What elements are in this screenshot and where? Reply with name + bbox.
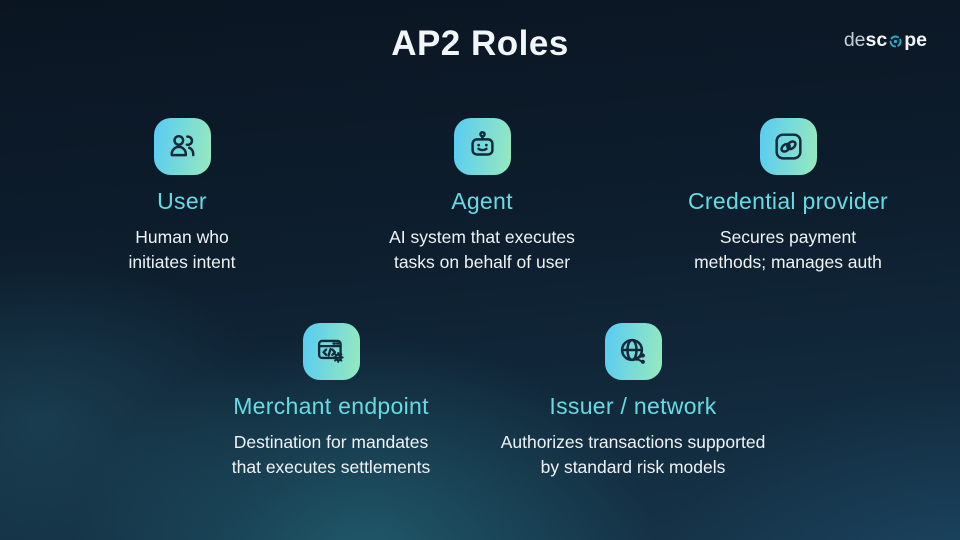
role-description: Destination for mandates that executes s… <box>169 430 493 480</box>
role-description-line1: Secures payment <box>719 227 857 247</box>
logo-text-light: de <box>843 29 866 51</box>
users-icon <box>153 118 211 175</box>
role-card-merchant-endpoint: Merchant endpoint Destination for mandat… <box>169 323 493 480</box>
role-card-agent: Agent AI system that executes tasks on b… <box>320 118 644 275</box>
credential-rings-icon <box>759 118 817 175</box>
logo-text-bold-1: sc <box>865 29 888 51</box>
role-description-line2: tasks on behalf of user <box>393 252 571 272</box>
role-description: Human who initiates intent <box>20 225 344 275</box>
role-description: AI system that executes tasks on behalf … <box>320 225 644 275</box>
role-card-user: User Human who initiates intent <box>20 118 344 275</box>
role-title: Issuer / network <box>549 393 717 419</box>
role-description-line1: Destination for mandates <box>233 432 429 452</box>
role-description-line2: that executes settlements <box>231 457 431 477</box>
globe-network-icon <box>604 323 662 380</box>
role-title: Merchant endpoint <box>233 393 429 419</box>
role-description-line1: Authorizes transactions supported <box>500 432 766 452</box>
role-card-credential-provider: Credential provider Secures payment meth… <box>626 118 950 275</box>
bot-icon <box>453 118 511 175</box>
code-window-gear-icon <box>302 323 360 380</box>
role-description-line2: by standard risk models <box>540 457 726 477</box>
role-title: Credential provider <box>687 188 889 214</box>
role-card-issuer-network: Issuer / network Authorizes transactions… <box>458 323 808 480</box>
role-title: Agent <box>451 188 513 214</box>
role-description-line2: initiates intent <box>128 252 236 272</box>
logo-text-bold-2: pe <box>904 29 927 51</box>
role-description: Authorizes transactions supported by sta… <box>458 430 808 480</box>
role-description-line2: methods; manages auth <box>694 252 882 272</box>
role-description-line1: Human who <box>135 227 229 247</box>
role-description: Secures payment methods; manages auth <box>626 225 950 275</box>
logo-target-icon <box>889 35 902 48</box>
page-title: AP2 Roles <box>391 24 569 63</box>
role-description-line1: AI system that executes <box>389 227 575 247</box>
role-title: User <box>157 188 207 214</box>
